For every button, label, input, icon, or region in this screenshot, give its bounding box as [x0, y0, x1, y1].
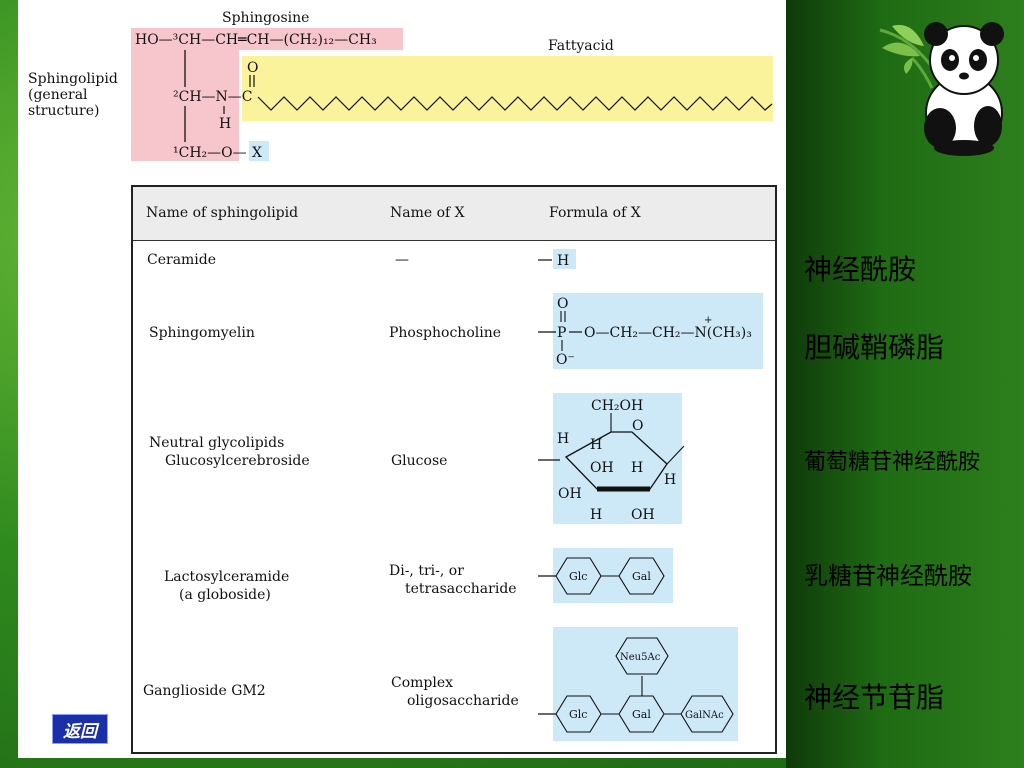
row-lactosyl-x-1: Di-, tri-, or: [389, 563, 464, 579]
row-ganglioside-x-2: oligosaccharide: [407, 693, 519, 709]
carbonyl-o: O: [247, 60, 258, 76]
glucose-oh-1: OH: [590, 460, 614, 476]
glucose-oh-2: OH: [558, 486, 582, 502]
gm2-glc: Glc: [569, 708, 587, 721]
gm2-neu5ac-hexagon: [615, 637, 669, 675]
row-lactosyl-name-2: (a globoside): [179, 587, 271, 603]
ammonium-plus: +: [704, 315, 712, 326]
glucose-ring-o: O: [632, 418, 643, 434]
lactosyl-gal-hexagon: [618, 557, 665, 595]
row-glucosyl-x: Glucose: [391, 453, 448, 469]
sphingomyelin-formula-highlight: [553, 293, 763, 369]
fatty-acid-highlight: [242, 56, 773, 121]
c1-group: ¹CH₂—O—: [173, 145, 247, 161]
formula-drawings: H O P O—CH₂—CH₂—N(CH₃)₃ + O⁻ CH₂OH O H H…: [538, 249, 763, 741]
sphingolipid-label-line1: Sphingolipid: [28, 71, 118, 87]
row-lactosyl-x-2: tetrasaccharide: [405, 581, 517, 597]
header-x-formula: Formula of X: [549, 205, 641, 221]
row-ceramide-name: Ceramide: [147, 252, 217, 268]
sphingosine-label: Sphingosine: [222, 10, 309, 26]
sphingolipid-label-line3: structure): [28, 103, 99, 119]
phosphorus: P: [557, 325, 566, 341]
label-ceramide-cn: 神经酰胺: [804, 253, 917, 286]
gm2-neu5ac: Neu5Ac: [620, 652, 661, 663]
x-group-highlight: [249, 141, 269, 161]
label-glucosylceramide-cn: 葡萄糖苷神经酰胺: [804, 450, 981, 475]
row-ganglioside-x-1: Complex: [391, 675, 454, 691]
glucose-h-3: H: [631, 460, 643, 476]
gm2-galnac: GalNAc: [685, 710, 724, 721]
panda-illustration: [879, 22, 1004, 156]
gm2-galnac-hexagon: [680, 695, 734, 733]
phosphate-o-minus: O⁻: [556, 352, 575, 368]
row-glucosyl-name-1: Neutral glycolipids: [149, 435, 285, 451]
label-lactosylceramide-cn: 乳糖苷神经酰胺: [804, 562, 972, 590]
ganglioside-formula-highlight: [553, 627, 738, 741]
row-glucosyl-name-2: Glucosylcerebroside: [165, 453, 310, 469]
label-sphingomyelin-cn: 胆碱鞘磷脂: [804, 331, 945, 364]
row-ganglioside-name: Ganglioside GM2: [143, 683, 266, 699]
label-ganglioside-cn: 神经节苷脂: [804, 681, 945, 714]
gm2-gal: Gal: [632, 708, 651, 721]
row-sphingomyelin-name: Sphingomyelin: [149, 325, 255, 341]
glucose-ch2oh: CH₂OH: [591, 398, 643, 414]
x-group-label: X: [252, 145, 262, 161]
sphingomyelin-chain: O—CH₂—CH₂—N(CH₃)₃: [584, 325, 752, 341]
header-name: Name of sphingolipid: [146, 205, 299, 221]
sphingosine-chain-formula: HO—³CH—CH═CH—(CH₂)₁₂—CH₃: [135, 32, 377, 48]
phosphate-o-top: O: [557, 296, 568, 312]
table-header: Name of sphingolipid Name of X Formula o…: [133, 187, 775, 241]
glucose-h-4: H: [664, 472, 676, 488]
sphingolipid-label-line2: (general: [28, 87, 88, 103]
ceramide-formula-h: H: [557, 253, 569, 269]
back-button[interactable]: 返回: [52, 714, 108, 744]
c2-group: ²CH—N—C: [173, 89, 253, 105]
sphingolipid-structure-diagram: Sphingosine Fattyacid Sphingolipid (gene…: [28, 10, 773, 161]
glucose-h-2: H: [590, 437, 602, 453]
header-x-name: Name of X: [390, 205, 465, 221]
row-ceramide-x: —: [395, 252, 409, 268]
row-lactosyl-name-1: Lactosylceramide: [164, 569, 290, 585]
lactosyl-gal: Gal: [632, 570, 651, 583]
glucose-h-5: H: [590, 507, 602, 523]
lactosyl-glc: Glc: [569, 570, 587, 583]
glucose-h-1: H: [557, 431, 569, 447]
row-sphingomyelin-x: Phosphocholine: [389, 325, 501, 341]
fatty-acid-label: Fattyacid: [548, 38, 614, 54]
ceramide-formula-highlight: [553, 249, 576, 269]
amide-h: H: [219, 116, 231, 132]
fatty-acid-chain: [257, 96, 773, 111]
glucose-oh-3: OH: [631, 507, 655, 523]
